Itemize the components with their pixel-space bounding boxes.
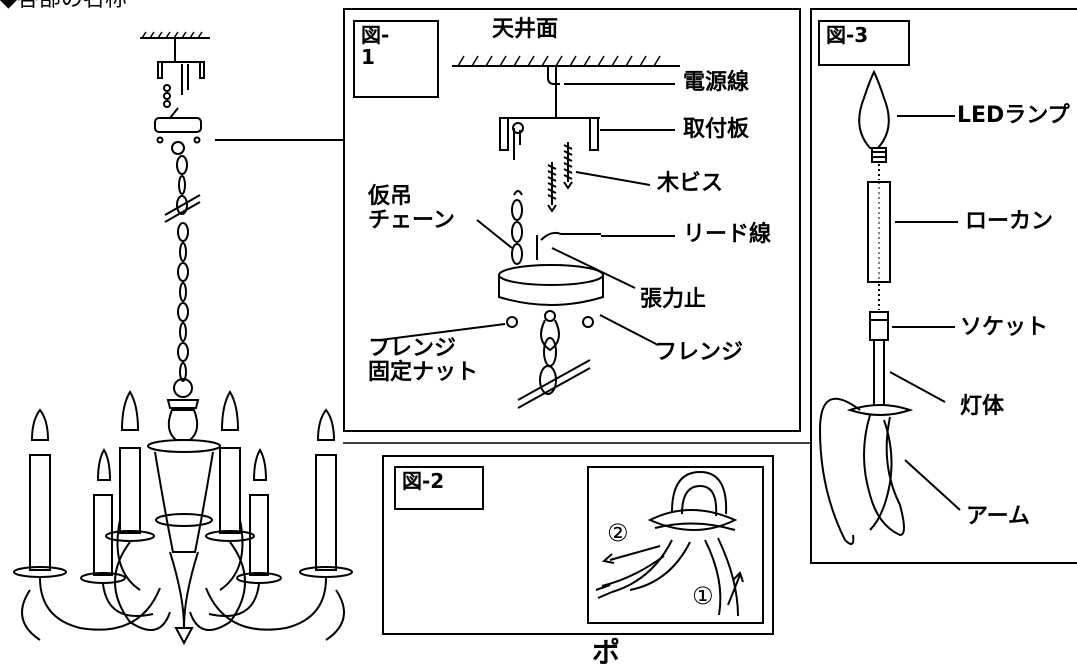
- label-ceiling: 天井面: [492, 17, 559, 42]
- label-light-body: 灯体: [960, 394, 1005, 419]
- label-socket: ソケット: [960, 315, 1049, 340]
- label-low-can: ローカン: [965, 209, 1054, 234]
- label-temp-chain: 仮吊 チェーン: [368, 184, 455, 234]
- figure-1-tag: 図-1: [353, 20, 439, 98]
- label-wood-screw: 木ビス: [657, 171, 724, 196]
- label-mount-plate: 取付板: [683, 117, 750, 142]
- figure-1-drawing: [379, 55, 680, 409]
- chandelier-illustration: [13, 31, 353, 646]
- figure-3-tag: 図-3: [818, 20, 910, 66]
- figure-2-knot-inset: [587, 466, 764, 624]
- label-led-lamp: LEDランプ: [957, 103, 1070, 128]
- figure-2-tag: 図-2: [394, 466, 484, 510]
- label-lead-wire: リード線: [683, 222, 772, 247]
- label-flange: フレンジ: [655, 340, 744, 365]
- figure-3-drawing: [818, 69, 961, 545]
- figure-3-panel: [810, 8, 1077, 564]
- separator-lines: [343, 442, 810, 444]
- figure-1-tag-text: 図-1: [361, 23, 390, 69]
- label-flange-nut: フレンジ 固定ナット: [368, 336, 479, 386]
- knot-step-2: ②: [607, 519, 629, 547]
- knot-step-1: ①: [692, 582, 714, 610]
- label-arm: アーム: [966, 504, 1031, 529]
- label-strain-relief: 張力止: [640, 287, 707, 312]
- figure-2-drawing: [595, 470, 744, 617]
- label-power-wire: 電源線: [683, 70, 750, 95]
- page-title: ◆各部の名称: [0, 0, 127, 12]
